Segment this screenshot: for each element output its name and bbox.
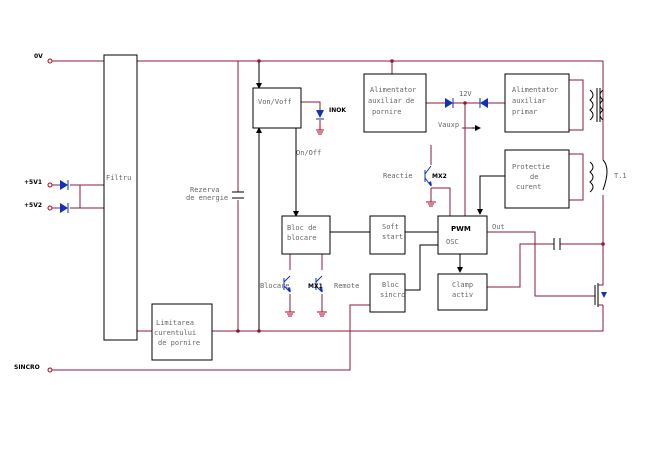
block-filtru: Filtru	[103, 54, 138, 341]
svg-text:+5V2: +5V2	[24, 202, 42, 209]
svg-text:Filtru: Filtru	[106, 174, 131, 182]
svg-text:Vauxp: Vauxp	[438, 121, 459, 129]
pr-line-1: auxiliar	[512, 97, 546, 105]
block-bloc-blocare: Bloc de blocare	[281, 215, 331, 255]
output-capacitor	[553, 238, 561, 250]
rezerva-capacitor: Rezerva de energie	[186, 186, 244, 202]
svg-text:Reactie: Reactie	[383, 172, 413, 180]
bb-line-0: Bloc de	[287, 224, 317, 232]
junctions	[236, 59, 605, 333]
ss-line-0: Soft	[382, 223, 399, 231]
svg-text:T.1: T.1	[614, 172, 627, 180]
svg-text:MX1: MX1	[308, 283, 323, 290]
block-von-voff: Von/Voff	[252, 87, 302, 129]
mosfet	[594, 280, 607, 307]
svg-text:Remote: Remote	[334, 282, 359, 290]
on-off-label: On/Off	[296, 149, 321, 157]
lim-line-1: curentului	[154, 329, 196, 337]
svg-text:SINCRO: SINCRO	[14, 364, 40, 371]
transistor-reactie: Reactie MX2	[383, 165, 447, 207]
diodes-12v: 12V Vauxp	[438, 90, 488, 129]
block-alim-primar: Alimentator auxiliar primar	[504, 73, 570, 133]
cl-line-0: Clamp	[452, 281, 473, 289]
svg-text:0V: 0V	[34, 53, 43, 60]
out-label: Out	[492, 223, 505, 231]
svg-text:INOK: INOK	[329, 107, 346, 114]
terminal-sincro: SINCRO	[14, 364, 53, 373]
block-limitarea: Limitarea curentului de pornire	[151, 303, 213, 361]
transistor-blocare: Blocare	[260, 275, 295, 317]
bs-line-1: sincro	[380, 291, 405, 299]
svg-text:+5V1: +5V1	[24, 179, 42, 186]
transistor-mx1: MX1 Remote	[308, 275, 359, 317]
transformer-t1: T.1	[589, 88, 627, 193]
svg-text:MX2: MX2	[432, 173, 447, 180]
block-protectie: Protectie de curent	[504, 149, 570, 209]
ss-line-1: start	[382, 233, 403, 241]
lim-line-2: de pornire	[158, 339, 200, 347]
block-alim-pornire: Alimentator auxiliar de pornire	[363, 73, 427, 133]
bs-line-0: Bloc	[382, 281, 399, 289]
block-pwm: PWM OSC	[437, 215, 488, 255]
ap-line-0: Alimentator	[370, 86, 416, 94]
rez-line-1: de energie	[186, 194, 228, 202]
svg-text:PWM: PWM	[451, 225, 471, 233]
bb-line-1: blocare	[287, 234, 317, 242]
terminal-0v: 0V	[34, 53, 53, 64]
terminal-5v1: +5V1	[24, 179, 69, 190]
ap-line-2: pornire	[372, 108, 402, 116]
block-bloc-sincro: Bloc sincro	[369, 273, 406, 313]
pc-line-0: Protectie	[512, 163, 550, 171]
svg-text:12V: 12V	[459, 90, 472, 98]
block-clamp: Clamp activ	[437, 273, 488, 311]
pc-line-1: de	[530, 173, 538, 181]
block-soft-start: Soft start	[369, 215, 406, 255]
rez-line-0: Rezerva	[190, 186, 220, 194]
lim-line-0: Limitarea	[156, 319, 194, 327]
ap-line-1: auxiliar de	[368, 97, 414, 105]
svg-text:Blocare: Blocare	[260, 282, 290, 290]
pr-line-2: primar	[512, 108, 537, 116]
pc-line-2: curent	[516, 183, 541, 191]
svg-text:Von/Voff: Von/Voff	[258, 98, 292, 106]
pr-line-0: Alimentator	[512, 86, 558, 94]
terminal-5v2: +5V2	[24, 202, 69, 213]
inok-led: INOK	[316, 107, 346, 135]
cl-line-1: activ	[452, 291, 473, 299]
svg-text:OSC: OSC	[446, 238, 459, 246]
wires	[50, 60, 604, 371]
